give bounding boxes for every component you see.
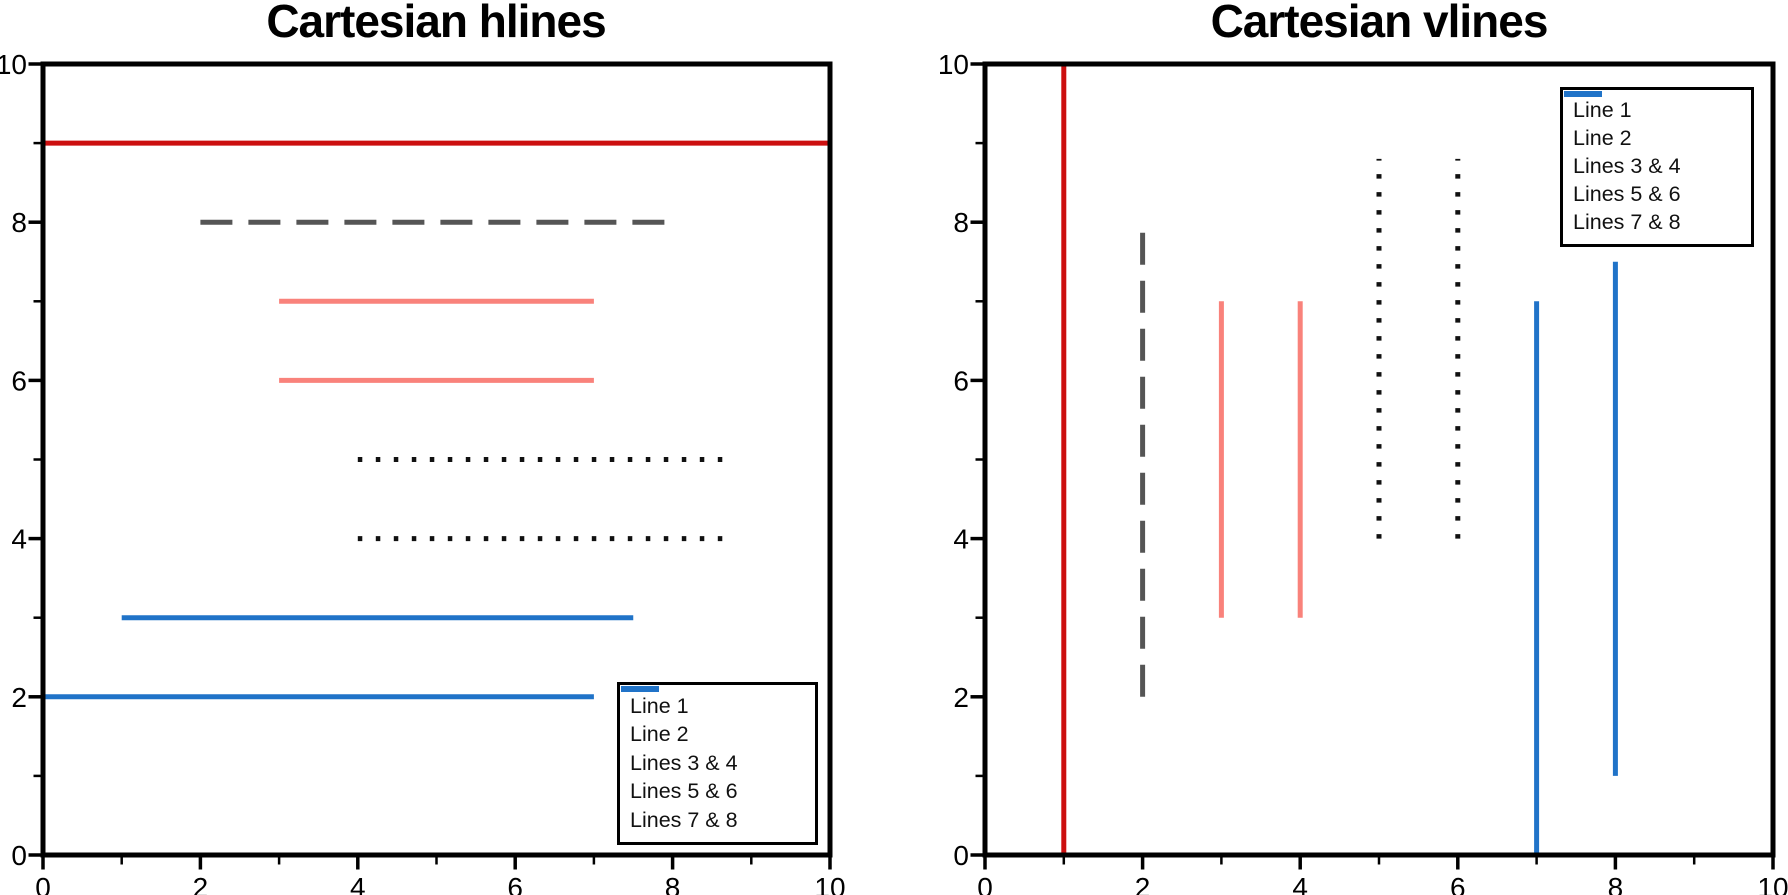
- legend-label: Line 2: [1573, 126, 1632, 151]
- left-chart-title: Cartesian hlines: [266, 0, 606, 47]
- x-tick-label: 4: [1292, 872, 1308, 895]
- axes-spines: [982, 61, 1776, 858]
- legend-row: Line 2: [1564, 91, 1741, 153]
- legend-label: Lines 3 & 4: [630, 750, 738, 775]
- axes-spines: [40, 61, 833, 858]
- legend-row: Lines 7 & 8: [621, 686, 805, 835]
- y-tick-label: 8: [953, 207, 969, 238]
- legend-row: Line 1: [1564, 91, 1741, 125]
- x-tick-label: 0: [977, 872, 993, 895]
- y-tick-label: 2: [11, 682, 27, 713]
- legend-row: Line 2: [621, 686, 805, 750]
- y-tick-label: 6: [11, 365, 27, 396]
- x-tick-label: 6: [1450, 872, 1466, 895]
- right-legend: Line 1 Line 2 Lines 3 & 4 Lines 5 & 6 Lines …: [1560, 87, 1754, 247]
- legend-row: Lines 3 & 4: [1564, 91, 1741, 181]
- vlines-plot: 0 2 4 6 8 10 0 2 4 6 8 10: [938, 49, 1788, 895]
- y-tick-label: 10: [938, 49, 969, 80]
- legend-label: Lines 5 & 6: [630, 779, 738, 804]
- y-tick-label: 2: [953, 682, 969, 713]
- legend-label: Lines 7 & 8: [630, 807, 738, 832]
- y-tick-label: 4: [953, 524, 969, 555]
- y-tick-label: 0: [11, 840, 27, 871]
- x-tick-label: 8: [665, 872, 681, 895]
- x-tick-label: 6: [507, 872, 523, 895]
- legend-label: Line 1: [1573, 98, 1632, 123]
- y-tick-label: 6: [953, 365, 969, 396]
- y-tick-label: 8: [11, 207, 27, 238]
- legend-label: Lines 5 & 6: [1573, 182, 1681, 207]
- legend-label: Line 1: [630, 693, 689, 718]
- x-tick-label: 2: [1135, 872, 1151, 895]
- x-tick-label: 8: [1608, 872, 1624, 895]
- right-chart-title: Cartesian vlines: [1210, 0, 1549, 47]
- legend-label: Lines 7 & 8: [1573, 210, 1681, 235]
- x-tick-label: 10: [1757, 872, 1788, 895]
- legend-sample-solid-icon: [621, 686, 659, 692]
- x-tick-label: 2: [193, 872, 209, 895]
- legend-sample-solid-icon: [1564, 91, 1602, 97]
- legend-row: Lines 5 & 6: [621, 686, 805, 807]
- legend-label: Line 2: [630, 722, 689, 747]
- legend-label: Lines 3 & 4: [1573, 154, 1681, 179]
- x-tick-label: 10: [814, 872, 845, 895]
- y-tick-label: 0: [953, 840, 969, 871]
- legend-row: Lines 3 & 4: [621, 686, 805, 778]
- legend-row: Lines 5 & 6: [1564, 91, 1741, 209]
- y-tick-label: 10: [0, 49, 27, 80]
- x-tick-label: 0: [35, 872, 51, 895]
- left-legend: Line 1 Line 2 Lines 3 & 4 Lines 5 & 6 Lines …: [617, 682, 818, 845]
- x-tick-label: 4: [350, 872, 366, 895]
- hlines-plot: 0 2 4 6 8 10 0 2 4 6 8 10: [0, 49, 846, 895]
- legend-row: Lines 7 & 8: [1564, 91, 1741, 237]
- y-tick-label: 4: [11, 524, 27, 555]
- legend-row: Line 1: [621, 686, 805, 721]
